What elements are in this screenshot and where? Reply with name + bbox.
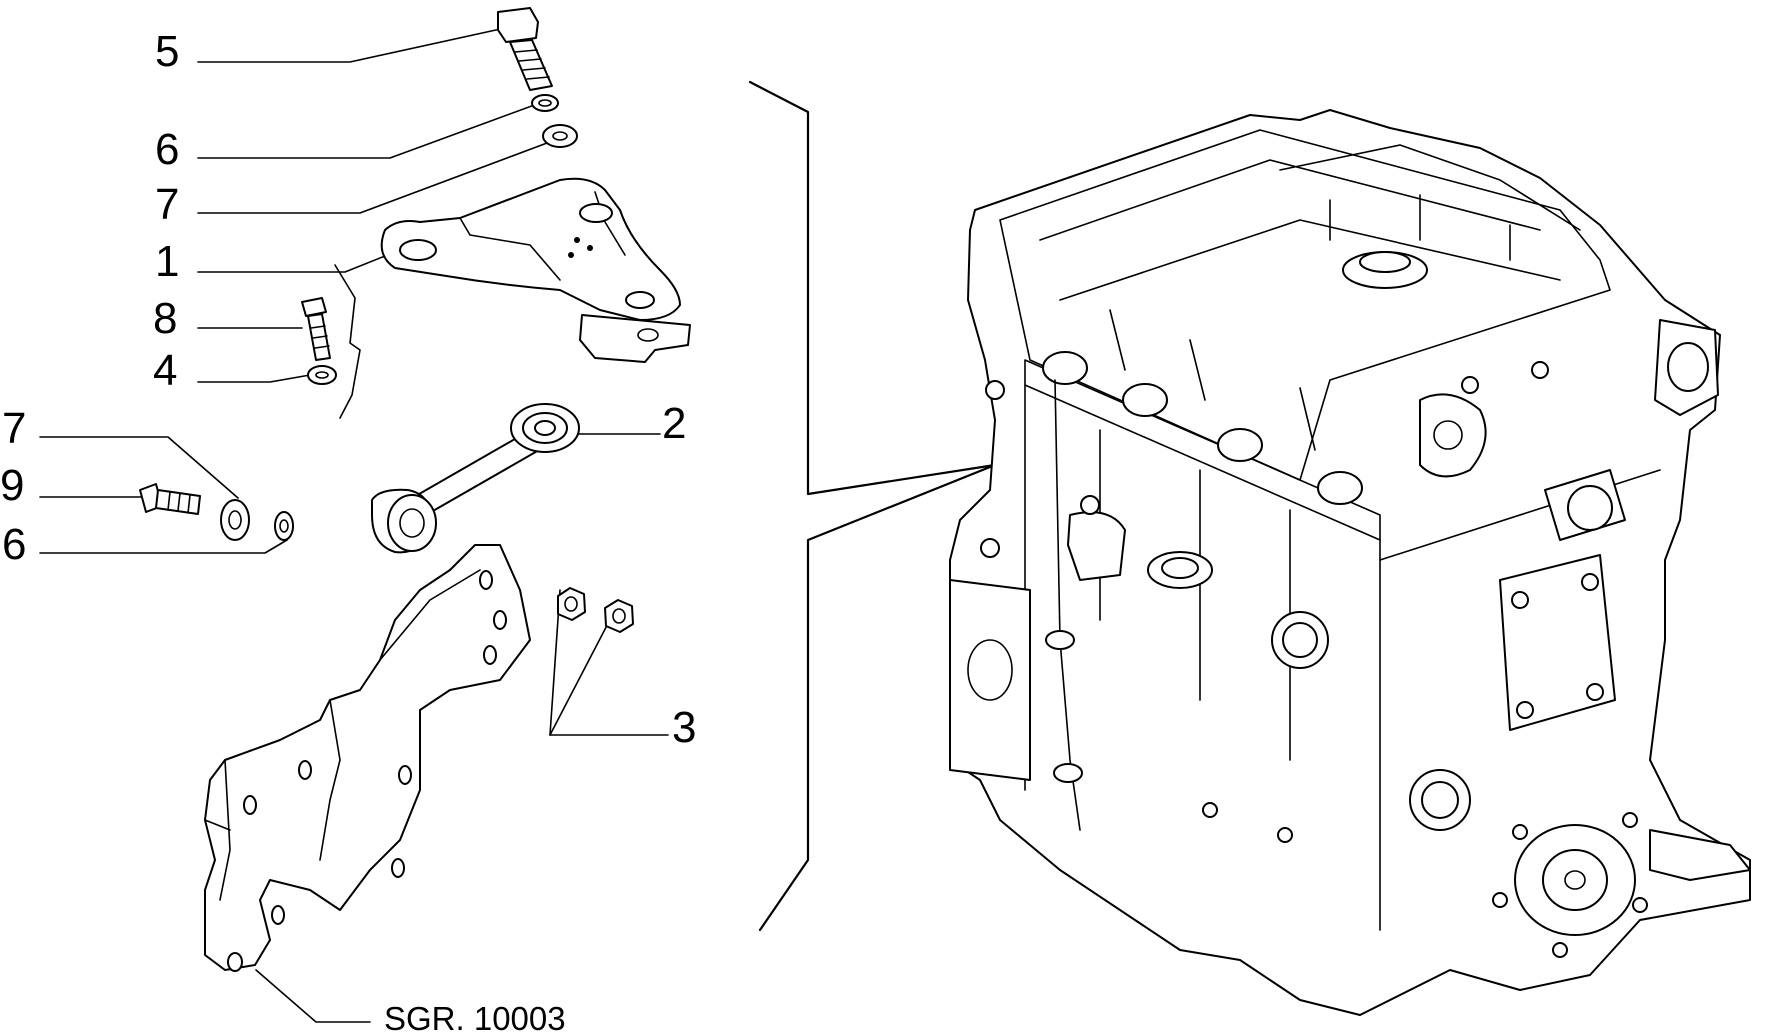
callout-2: 2 <box>662 399 686 448</box>
drawing-code: SGR. 10003 <box>384 1000 566 1035</box>
lower-mount-bracket-icon <box>204 544 531 972</box>
callout-7b: 7 <box>2 404 26 453</box>
leader-lines <box>39 27 669 1023</box>
callout-4: 4 <box>153 346 177 395</box>
nut-3a-icon <box>557 587 586 621</box>
engine-mount-bracket-icon <box>380 177 691 363</box>
callout-9: 9 <box>0 461 24 510</box>
washer-7-icon <box>542 124 578 148</box>
callout-6: 6 <box>155 125 179 174</box>
bolt-9-icon <box>139 483 201 515</box>
nut-3b-icon <box>604 599 634 633</box>
washer-4-icon <box>307 365 337 385</box>
lock-washer-6b-icon <box>274 511 294 541</box>
lock-washer-6-icon <box>531 94 559 112</box>
washer-7b-icon <box>220 499 250 541</box>
bolt-8-icon <box>301 297 331 361</box>
assembly-bracket <box>748 80 997 932</box>
callout-3: 3 <box>672 703 696 752</box>
callout-1: 1 <box>155 237 179 286</box>
callout-6b: 6 <box>2 520 26 569</box>
engine-block-icon <box>949 109 1751 1016</box>
callout-labels: 5 6 7 1 8 4 7 9 6 2 3 SGR. 10003 <box>0 27 696 1035</box>
callout-5: 5 <box>155 27 179 76</box>
reaction-rod-icon <box>371 403 580 554</box>
callout-7: 7 <box>155 180 179 229</box>
callout-8: 8 <box>153 294 177 343</box>
bolt-5-icon <box>497 7 553 91</box>
